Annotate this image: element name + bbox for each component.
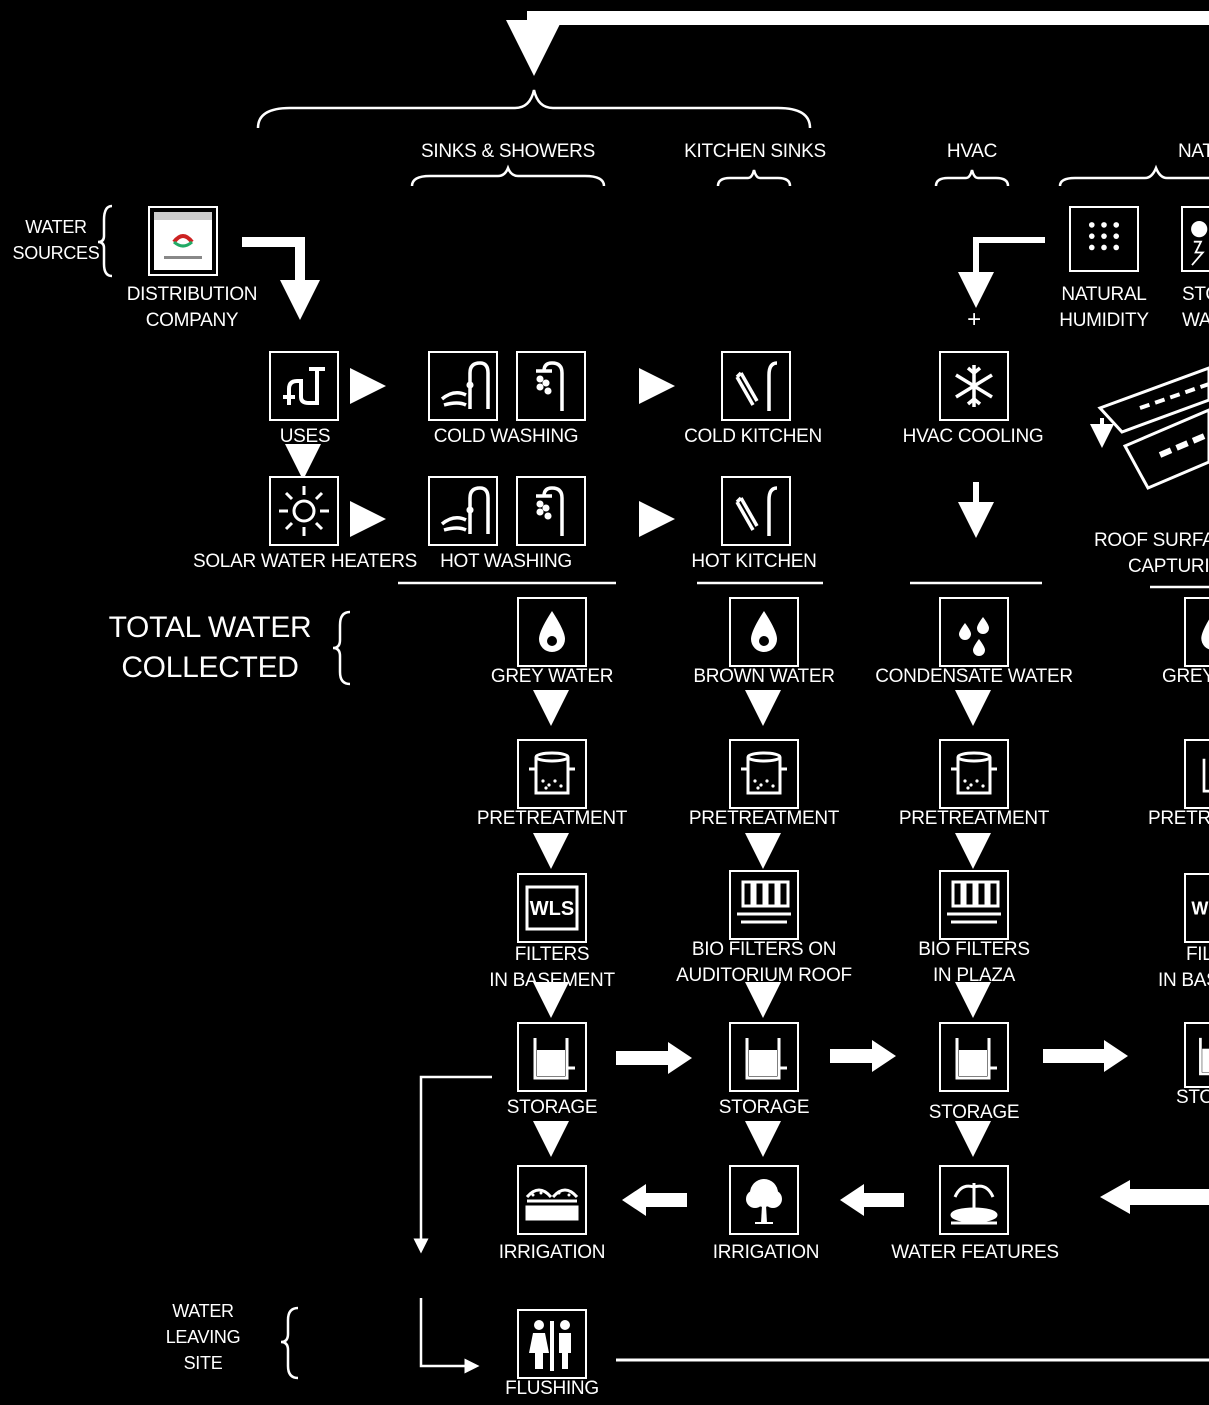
brace-natural xyxy=(1058,164,1209,187)
arrow-storage-2-to-3 xyxy=(830,1040,896,1072)
arrow-storage-1-to-2 xyxy=(616,1042,692,1074)
brace-total-collected xyxy=(332,610,351,686)
pretreatment-label-1: PRETREATMENT xyxy=(476,808,628,829)
water-drop-icon xyxy=(1184,597,1209,667)
hot-kitchen-label: HOT KITCHEN xyxy=(691,551,817,572)
storage-tank-icon xyxy=(729,1022,799,1092)
filter-wls-icon: WLS xyxy=(517,873,587,943)
sun-icon xyxy=(269,476,339,546)
grey-water-label: GREY WATER xyxy=(490,666,614,687)
faucet-pipe-icon xyxy=(269,351,339,421)
to-flushing-line xyxy=(419,1298,480,1374)
hvac-cooling-label: HVAC COOLING xyxy=(902,426,1044,447)
storage-label-1: STORAGE xyxy=(506,1097,598,1118)
washing-hands-icon xyxy=(428,476,498,546)
pretreatment-partial-label: PRETRI xyxy=(1148,808,1209,829)
cold-kitchen-label: COLD KITCHEN xyxy=(684,426,822,447)
condensate-water-label: CONDENSATE WATER xyxy=(875,666,1073,687)
brace-leaving-site xyxy=(280,1306,299,1380)
tree-icon xyxy=(729,1165,799,1235)
bio-filter-icon xyxy=(939,870,1009,940)
uses-label: USES xyxy=(279,426,331,447)
water-drop-icon xyxy=(729,597,799,667)
pretreatment-tank-icon xyxy=(939,739,1009,809)
distribution-company-logo xyxy=(148,206,218,276)
shower-icon xyxy=(516,476,586,546)
storage-partial-label: STO xyxy=(1176,1087,1209,1108)
solar-water-heaters-label: SOLAR WATER HEATERS xyxy=(192,551,418,572)
humidity-dots-icon xyxy=(1069,206,1139,272)
top-return-line xyxy=(506,11,1209,76)
pretreatment-label-3: PRETREATMENT xyxy=(898,808,1050,829)
water-drop-icon xyxy=(517,597,587,667)
irrigation-label-1: IRRIGATION xyxy=(498,1242,606,1263)
fountain-icon xyxy=(939,1165,1009,1235)
irrigation-field-icon xyxy=(517,1165,587,1235)
arrow-storage-3-to-4 xyxy=(1043,1040,1128,1072)
header-sinks-showers: SINKS & SHOWERS xyxy=(421,141,595,162)
kitchen-faucet-icon xyxy=(721,351,791,421)
humidity-to-hvac-arrow xyxy=(958,237,1045,308)
storage-label-3: STORAGE xyxy=(928,1102,1020,1123)
brace-top-all xyxy=(256,89,812,129)
condensate-drops-icon xyxy=(939,597,1009,667)
bio-filter-icon xyxy=(729,870,799,940)
pretreatment-tank-icon xyxy=(729,739,799,809)
arrow-water-features-to-irrigation xyxy=(840,1184,904,1216)
header-hvac: HVAC xyxy=(946,141,998,162)
storage-label-2: STORAGE xyxy=(718,1097,810,1118)
pretreatment-tank-icon xyxy=(1184,739,1209,809)
pretreatment-label-2: PRETREATMENT xyxy=(688,808,840,829)
grey-partial-label: GREY xyxy=(1162,666,1209,687)
brace-water-sources xyxy=(97,204,113,278)
brace-kitchen-sinks xyxy=(716,169,792,187)
storage-tank-icon xyxy=(517,1022,587,1092)
pretreatment-tank-icon xyxy=(517,739,587,809)
brace-hvac xyxy=(934,169,1010,187)
storm-water-label: STOWA xyxy=(1182,284,1209,331)
water-features-label: WATER FEATURES xyxy=(891,1242,1059,1263)
storage-tank-icon xyxy=(939,1022,1009,1092)
plus-sign: + xyxy=(967,306,981,333)
storage-overflow-line xyxy=(413,1075,492,1254)
storage-tank-icon xyxy=(1184,1022,1209,1088)
filter-wls-icon: W xyxy=(1184,873,1209,943)
roof-surface-panel-icon xyxy=(1090,366,1209,490)
hot-washing-label: HOT WASHING xyxy=(440,551,572,572)
shower-icon xyxy=(516,351,586,421)
brace-sinks-showers xyxy=(410,164,606,187)
distribution-to-uses-arrow xyxy=(242,237,320,320)
brown-water-label: BROWN WATER xyxy=(693,666,835,687)
restroom-icon xyxy=(517,1309,587,1379)
snowflake-icon xyxy=(939,351,1009,421)
cold-washing-label: COLD WASHING xyxy=(433,426,579,447)
kitchen-faucet-icon xyxy=(721,476,791,546)
svg-text:W: W xyxy=(1191,898,1208,918)
washing-hands-icon xyxy=(428,351,498,421)
arrow-irrigation-to-irrigation xyxy=(622,1184,687,1216)
header-natural: NAT xyxy=(1178,141,1209,162)
header-kitchen-sinks: KITCHEN SINKS xyxy=(684,141,826,162)
storm-icon xyxy=(1181,206,1209,272)
flushing-label: FLUSHING xyxy=(505,1378,599,1399)
arrow-from-right-to-features xyxy=(1100,1180,1209,1214)
svg-text:WLS: WLS xyxy=(530,898,574,920)
irrigation-label-2: IRRIGATION xyxy=(712,1242,820,1263)
